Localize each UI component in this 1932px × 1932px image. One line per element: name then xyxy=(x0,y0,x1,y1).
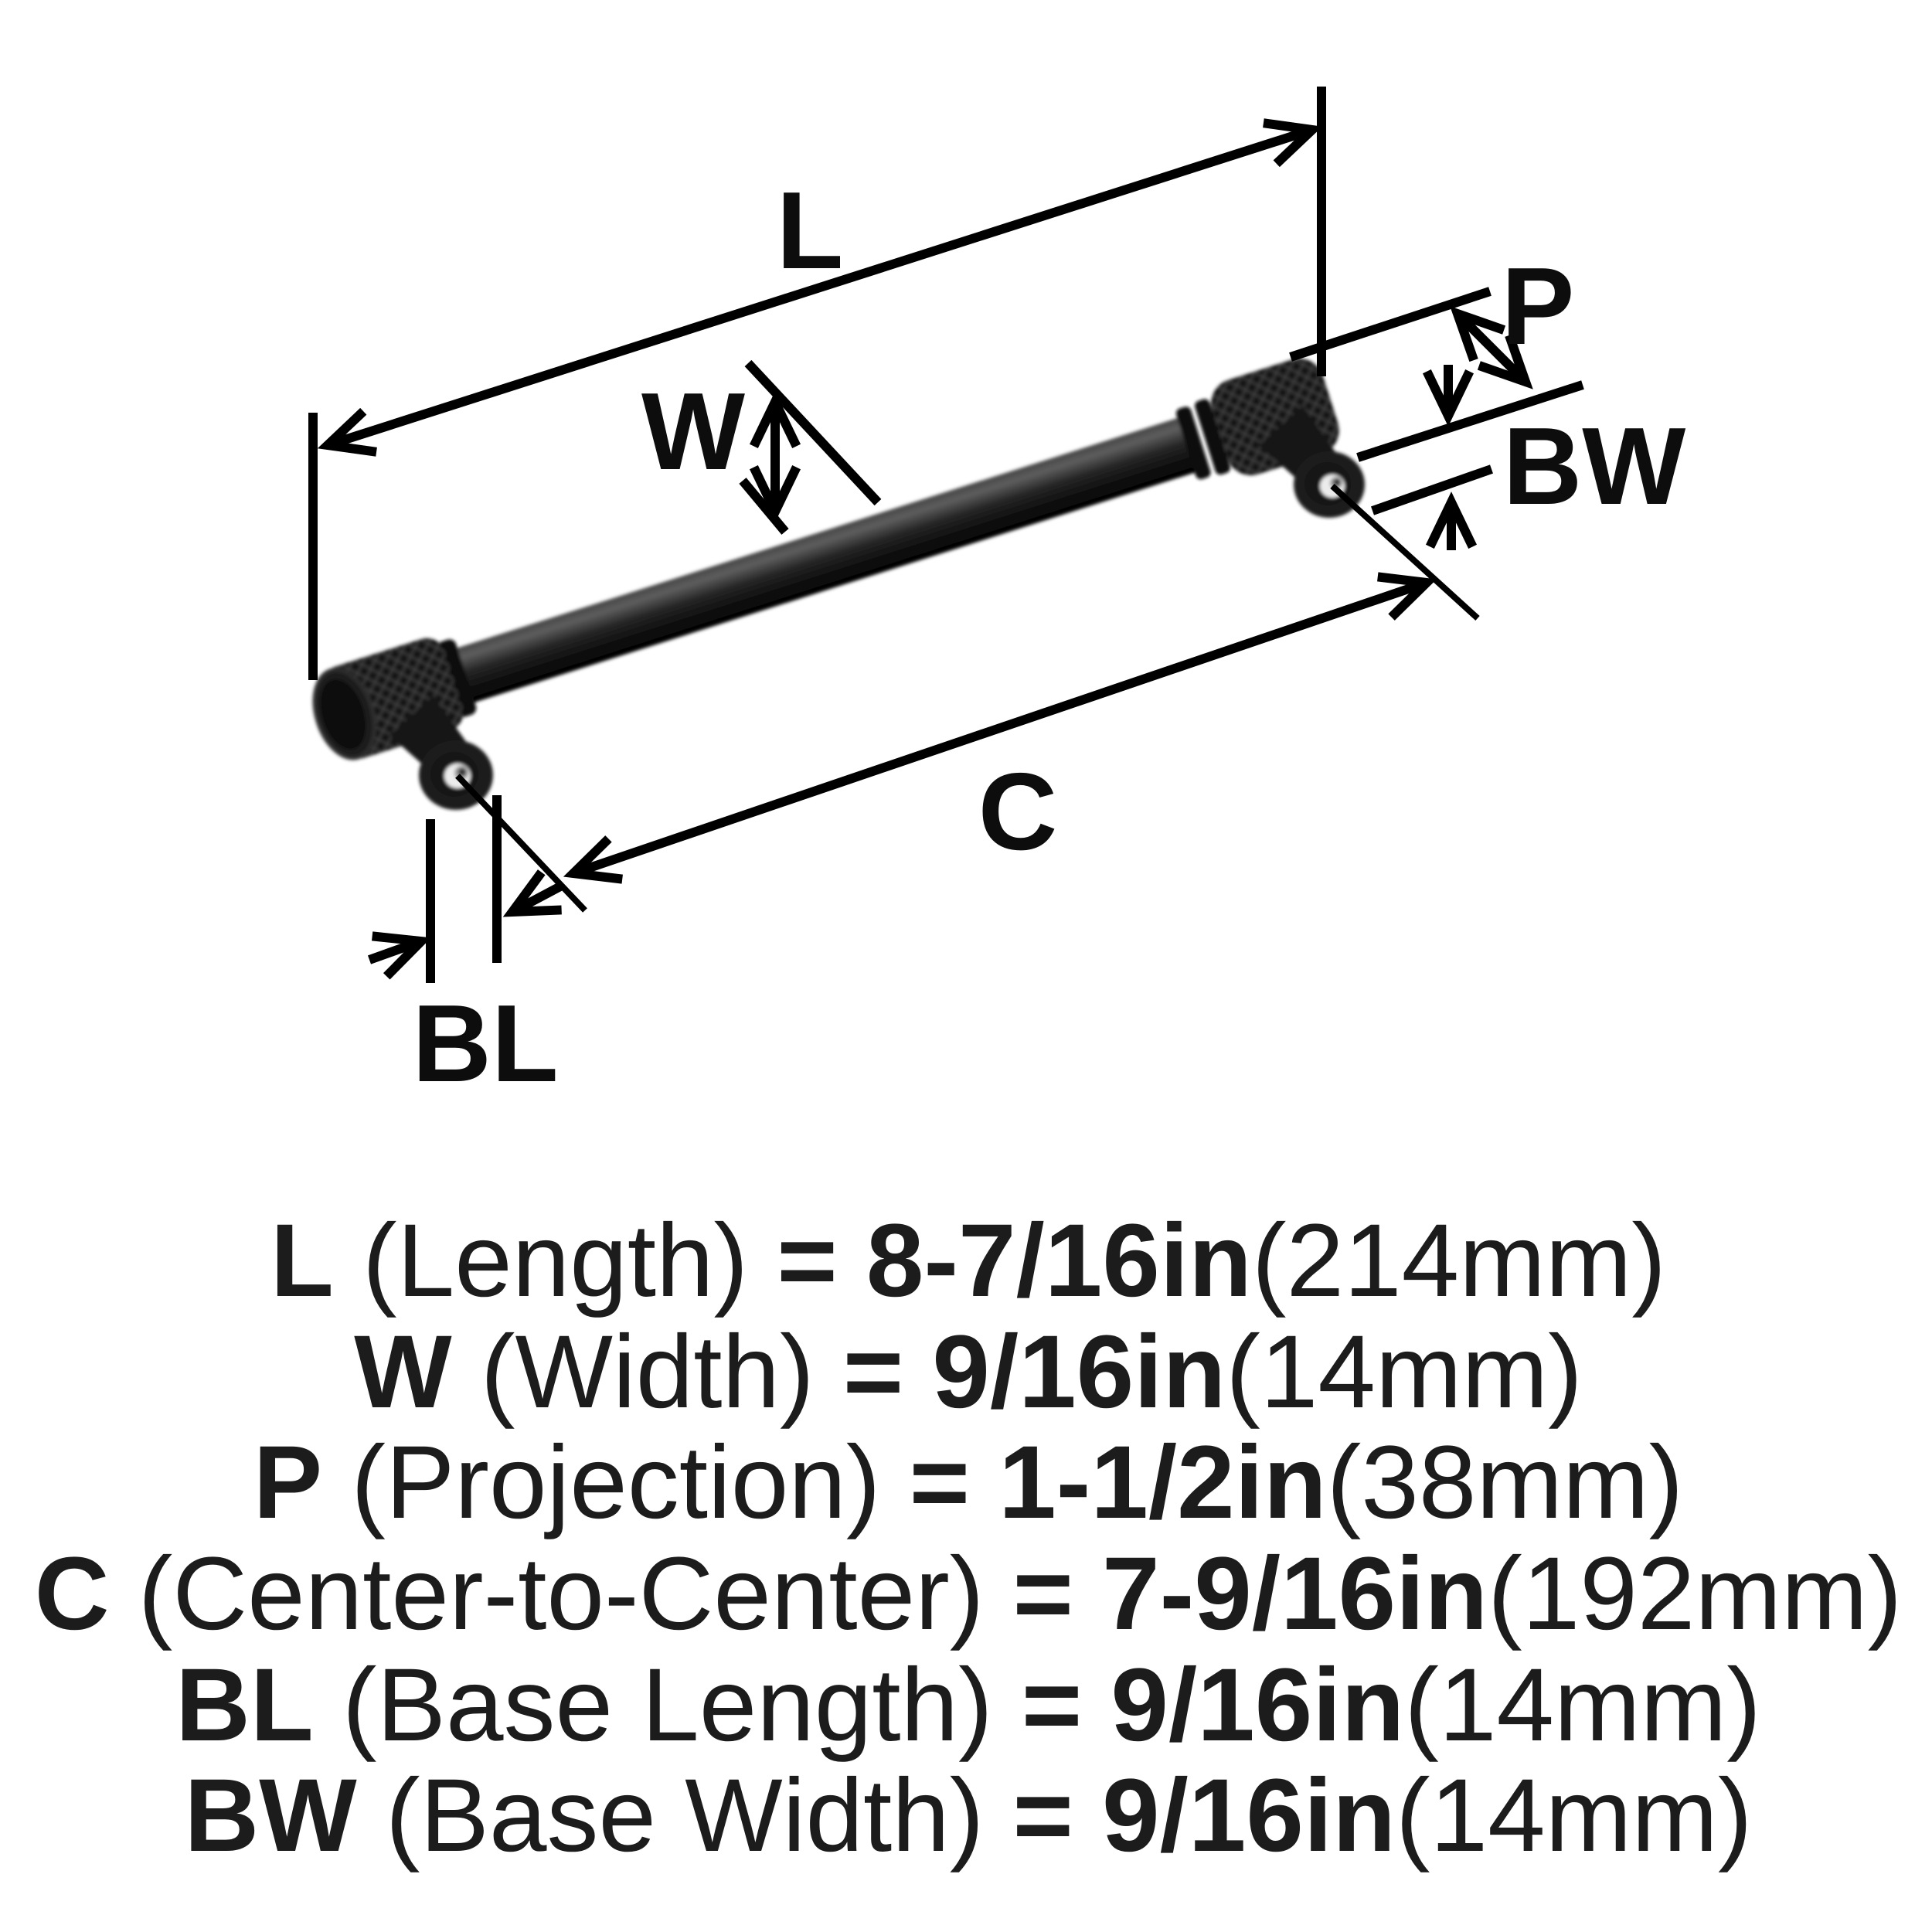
c-dimension-line xyxy=(563,572,1437,884)
dimension-bl: BL xyxy=(367,795,564,1105)
bl-arrow-left xyxy=(367,931,432,980)
p-arrow xyxy=(1450,306,1533,389)
spec-list: L (Length) = 8-7/16in(214mm) W (Width) =… xyxy=(35,1203,1903,1873)
right-screw-pin-core xyxy=(1333,478,1341,486)
label-w: W xyxy=(641,370,745,493)
c-extension-line-left xyxy=(455,774,587,913)
dimension-w: W xyxy=(641,359,882,535)
spec-line-bl: BL (Base Length) = 9/16in(14mm) xyxy=(175,1648,1761,1763)
label-bl: BL xyxy=(412,982,558,1105)
bw-reference-line-lower xyxy=(1371,464,1493,515)
dimension-bw: BW xyxy=(1371,365,1686,550)
spec-line-bw: BW (Base Width) = 9/16in(14mm) xyxy=(184,1758,1752,1873)
spec-line-w: W (Width) = 9/16in(14mm) xyxy=(354,1315,1583,1430)
spec-line-p: P (Projection) = 1-1/2in(38mm) xyxy=(253,1425,1684,1540)
p-reference-line-upper xyxy=(1289,287,1492,362)
spec-line-l: L (Length) = 8-7/16in(214mm) xyxy=(270,1203,1666,1318)
bl-arrow-right xyxy=(502,869,564,917)
w-tick-upper xyxy=(744,359,882,506)
label-p: P xyxy=(1502,245,1575,368)
left-screw-pin-core xyxy=(458,768,466,776)
handle-illustration xyxy=(312,358,1365,810)
label-c: C xyxy=(978,750,1058,873)
left-end-face-inner xyxy=(320,679,366,750)
handle-bar xyxy=(443,416,1201,707)
spec-line-c: C (Center-to-Center) = 7-9/16in(192mm) xyxy=(35,1536,1903,1651)
dimension-c: C xyxy=(455,484,1480,913)
l-dimension-line xyxy=(317,118,1323,457)
dimension-p: P xyxy=(1289,245,1584,462)
dimension-l: L xyxy=(308,87,1326,680)
c-extension-line-right xyxy=(1330,484,1480,621)
label-l: L xyxy=(777,169,844,292)
label-bw: BW xyxy=(1503,405,1686,528)
